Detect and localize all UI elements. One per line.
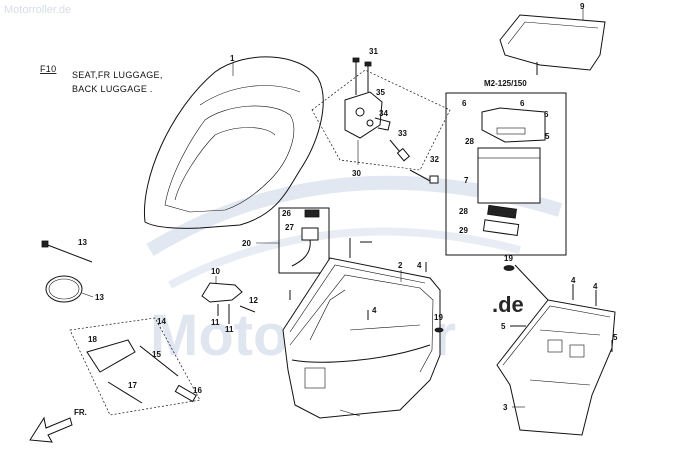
callout-5-rear-right: 5: [613, 333, 618, 342]
callout-31: 31: [369, 47, 378, 56]
callout-4-upper: 4: [417, 261, 422, 270]
tool-kit-group: 14 18 15 17 16: [69, 317, 202, 416]
battery-group: M2-125/150 6 6 6 5 28 7 28 29: [445, 79, 567, 256]
callout-13-band: 13: [95, 293, 104, 302]
back-luggage-part: 19 4 4 5 5 3: [496, 254, 618, 436]
callout-5-rear: 5: [501, 322, 506, 331]
callout-19-box: 19: [434, 313, 443, 322]
band-and-bracket-parts: 13 13 10 11 11 12: [41, 238, 258, 334]
callout-4-rear-a: 4: [571, 276, 576, 285]
callout-17: 17: [128, 381, 137, 390]
callout-18: 18: [88, 335, 97, 344]
callout-16: 16: [193, 386, 202, 395]
callout-20: 20: [242, 239, 251, 248]
front-direction-arrow: FR.: [29, 408, 87, 443]
figure-title-line1: SEAT,FR LUGGAGE,: [72, 70, 163, 80]
figure-code: F10: [40, 64, 56, 74]
callout-6a: 6: [462, 99, 467, 108]
callout-5-battery: 5: [545, 132, 550, 141]
callout-28a: 28: [465, 137, 474, 146]
watermark-logo-suffix: .de: [492, 292, 524, 317]
watermark-site-text: Motorroller.de: [4, 4, 71, 16]
callout-7: 7: [464, 176, 469, 185]
callout-6c: 6: [544, 110, 549, 119]
callout-6b: 6: [520, 99, 525, 108]
callout-15: 15: [152, 350, 161, 359]
seat-part: 1: [143, 54, 324, 229]
callout-11a: 11: [211, 318, 220, 327]
battery-model-label: M2-125/150: [484, 79, 527, 88]
callout-26: 26: [282, 209, 291, 218]
callout-34: 34: [379, 109, 388, 118]
luggage-box-part: 2 4 4 19: [282, 238, 443, 419]
callout-9: 9: [580, 2, 585, 11]
callout-4-lower: 4: [372, 306, 377, 315]
callout-27: 27: [285, 223, 294, 232]
callout-33: 33: [398, 129, 407, 138]
callout-12: 12: [249, 296, 258, 305]
seat-hinge-group: 31 35 34 33 32 30: [311, 47, 451, 184]
callout-2: 2: [398, 261, 403, 270]
front-direction-label: FR.: [74, 408, 87, 417]
callout-32: 32: [430, 155, 439, 164]
callout-4-rear-b: 4: [593, 282, 598, 291]
callout-14: 14: [157, 317, 166, 326]
battery-cover-part: 9: [499, 2, 606, 75]
callout-11b: 11: [225, 325, 234, 334]
callout-3: 3: [503, 403, 508, 412]
callout-19-rear: 19: [504, 254, 513, 263]
callout-29: 29: [459, 226, 468, 235]
callout-30: 30: [352, 169, 361, 178]
lamp-wire-group: 26 27 20: [242, 207, 330, 274]
callout-13-bolt: 13: [78, 238, 87, 247]
figure-title-line2: BACK LUGGAGE .: [72, 84, 153, 94]
callout-1: 1: [230, 54, 235, 63]
callout-28b: 28: [459, 207, 468, 216]
callout-10: 10: [211, 267, 220, 276]
callout-35: 35: [376, 88, 385, 97]
